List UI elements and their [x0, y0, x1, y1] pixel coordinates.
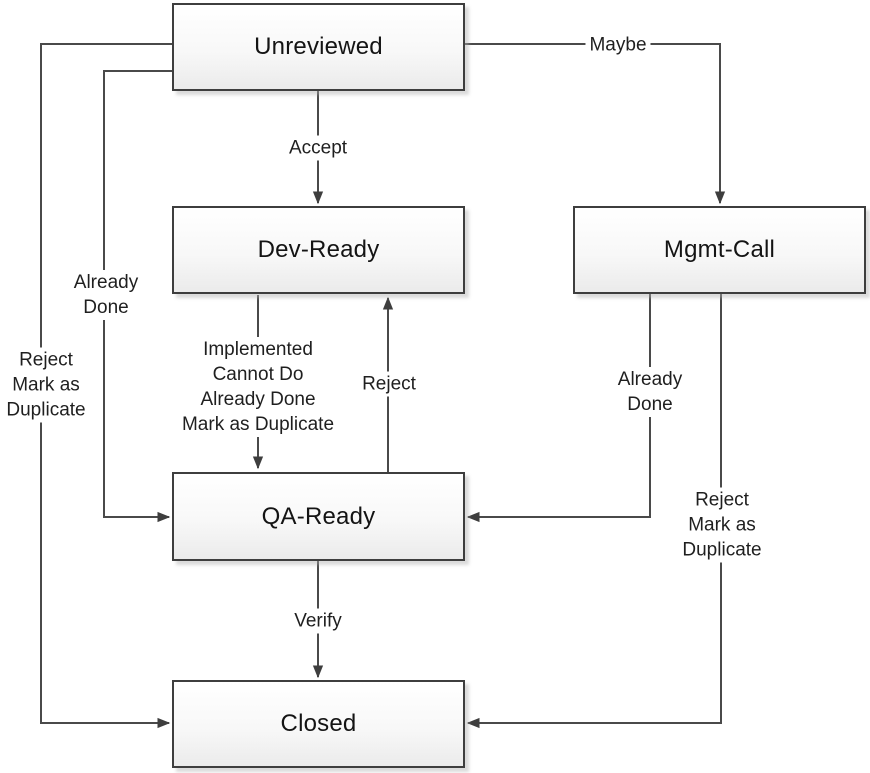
node-dev-ready-label: Dev-Ready — [257, 236, 380, 263]
edge-label-verify: Verify — [290, 608, 346, 634]
edge-unreviewed-mgmtcall — [465, 43, 726, 205]
node-qa-ready: QA-Ready — [172, 472, 465, 561]
edge-label-already-done-right: Already Done — [613, 367, 687, 417]
node-mgmt-call-label: Mgmt-Call — [663, 236, 776, 263]
node-unreviewed: Unreviewed — [172, 3, 465, 91]
node-qa-ready-label: QA-Ready — [261, 502, 376, 530]
edge-label-implemented-cannotdo-alreadydone-duplicate: Implemented Cannot Do Already Done Mark … — [177, 337, 339, 437]
edge-label-reject-mark-as-duplicate-right: Reject Mark as Duplicate — [678, 487, 766, 563]
edge-label-already-done-left: Already Done — [69, 270, 143, 320]
edge-label-accept: Accept — [284, 135, 352, 161]
node-mgmt-call: Mgmt-Call — [573, 206, 866, 294]
edge-mgmtcall-closed — [466, 294, 722, 729]
node-dev-ready: Dev-Ready — [172, 206, 465, 294]
node-unreviewed-label: Unreviewed — [254, 33, 383, 60]
node-closed: Closed — [172, 680, 465, 768]
edge-label-reject-up: Reject — [358, 371, 420, 397]
edge-label-maybe: Maybe — [585, 32, 651, 58]
edge-label-reject-mark-as-duplicate-left: Reject Mark as Duplicate — [2, 347, 90, 423]
node-closed-label: Closed — [280, 710, 357, 737]
